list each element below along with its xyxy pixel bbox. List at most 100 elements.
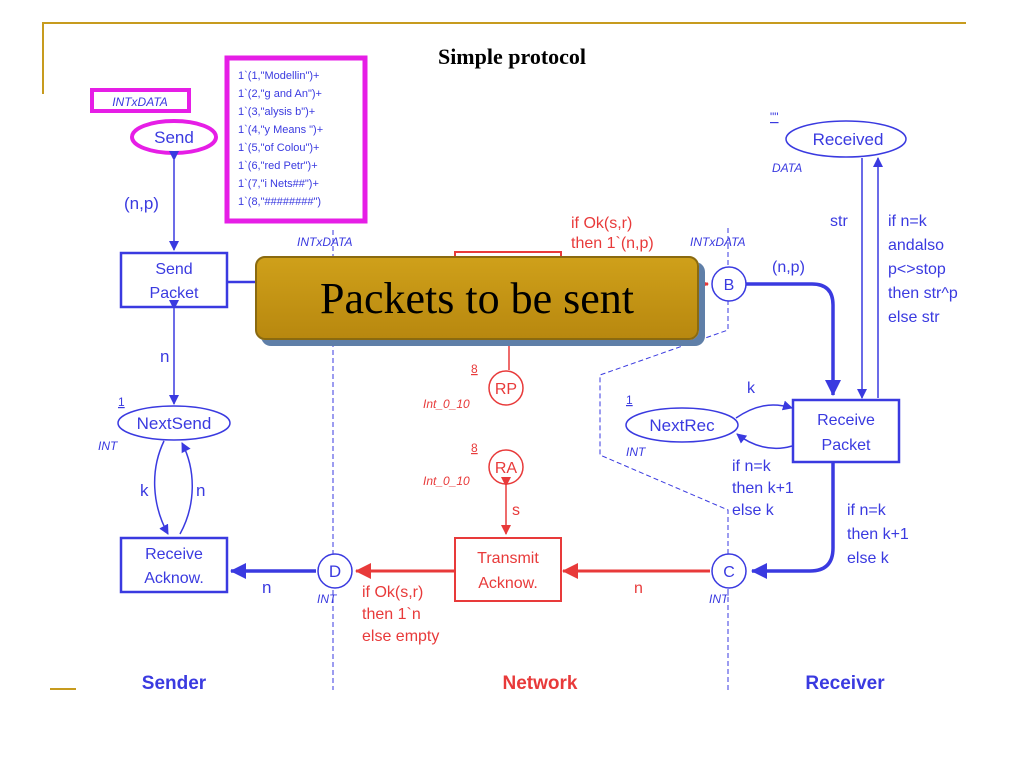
arc-label-received-update-line4: then str^p bbox=[888, 285, 958, 302]
arc-nextrec-receivepacket-k bbox=[735, 400, 793, 419]
place-d-type: INT bbox=[317, 592, 338, 606]
place-d bbox=[317, 553, 353, 589]
arc-label-str: str bbox=[830, 213, 848, 230]
marking-line: 1`(1,"Modellin")+ bbox=[238, 70, 319, 82]
place-nextrec-label: NextRec bbox=[649, 416, 715, 435]
arc-nextsend-receiveack-k bbox=[153, 440, 169, 535]
rp-marking: 8 bbox=[471, 362, 478, 376]
marking-line: 1`(6,"red Petr")+ bbox=[238, 160, 318, 172]
transition-receive-packet bbox=[791, 398, 901, 464]
transition-send-packet-line1: Send bbox=[155, 261, 192, 278]
place-nextsend bbox=[117, 405, 231, 441]
place-ra-type: Int_0_10 bbox=[423, 474, 470, 488]
place-ra-label: RA bbox=[495, 460, 518, 477]
place-nextsend-label: NextSend bbox=[137, 414, 212, 433]
arc-label-s: s bbox=[512, 502, 520, 519]
arc-label-received-update: if n=k andalso p<>stop then str^p else s… bbox=[888, 213, 958, 326]
transition-send-packet-line2: Packet bbox=[150, 285, 199, 302]
send-type-label: INTxDATA bbox=[112, 95, 168, 109]
marking-line: 1`(8,"########") bbox=[238, 196, 321, 208]
marking-line: 1`(3,"alysis b")+ bbox=[238, 106, 315, 118]
arc-label-nextrec-update: if n=k then k+1 else k bbox=[732, 458, 794, 519]
initial-marking-lines: 1`(1,"Modellin")+ 1`(2,"g and An")+ 1`(3… bbox=[238, 70, 323, 208]
transition-send-packet bbox=[119, 251, 229, 309]
arc-label-transmit-packet-line2: then 1`(n,p) bbox=[571, 235, 654, 252]
arc-label-nextrec-update-line1: if n=k bbox=[732, 458, 772, 475]
place-nextrec bbox=[625, 407, 739, 443]
transition-receive-acknow bbox=[119, 536, 229, 594]
transition-receive-acknow-line1: Receive bbox=[145, 546, 203, 563]
arc-label-n-c: n bbox=[634, 580, 643, 597]
place-received-type: DATA bbox=[772, 161, 802, 175]
arc-label-received-update-line5: else str bbox=[888, 309, 940, 326]
received-marking: "" bbox=[770, 110, 779, 124]
nextsend-marking: 1 bbox=[118, 395, 125, 409]
arc-label-nextrec-update-line3: else k bbox=[732, 502, 775, 519]
arc-label-nextrec-update-line2: then k+1 bbox=[732, 480, 794, 497]
arc-label-transmit-ack-line1: if Ok(s,r) bbox=[362, 584, 423, 601]
arc-label-transmit-packet: if Ok(s,r) then 1`(n,p) bbox=[571, 215, 654, 252]
place-b-type: INTxDATA bbox=[690, 235, 746, 249]
arc-receivepacket-c bbox=[751, 462, 835, 579]
arc-label-n-d: n bbox=[262, 578, 271, 597]
place-send-label: Send bbox=[154, 128, 194, 147]
arc-label-transmit-ack-line3: else empty bbox=[362, 628, 439, 645]
arc-label-k-rec: k bbox=[747, 380, 756, 397]
place-nextrec-type: INT bbox=[626, 445, 647, 459]
arc-receiveack-nextsend-n bbox=[179, 442, 193, 535]
transition-transmit-acknow bbox=[454, 537, 562, 602]
arc-label-received-update-line3: p<>stop bbox=[888, 261, 946, 278]
slide-title: Simple protocol bbox=[437, 44, 587, 69]
arc-b-receivepacket bbox=[746, 282, 841, 396]
transition-receive-packet-line2: Packet bbox=[822, 437, 871, 454]
section-network: Network bbox=[503, 673, 578, 694]
ra-marking: 8 bbox=[471, 441, 478, 455]
arc-receivepacket-nextrec bbox=[736, 433, 793, 450]
arc-label-transmit-ack: if Ok(s,r) then 1`n else empty bbox=[362, 584, 439, 645]
place-a-type: INTxDATA bbox=[297, 235, 353, 249]
place-rp bbox=[488, 370, 524, 406]
top-border-line bbox=[42, 22, 966, 24]
arc-label-c-update-line3: else k bbox=[847, 550, 890, 567]
place-c-type: INT bbox=[709, 592, 730, 606]
divider-network-receiver bbox=[599, 228, 729, 690]
place-c-label: C bbox=[723, 564, 735, 581]
initial-marking-box bbox=[224, 55, 368, 224]
place-b-label: B bbox=[724, 277, 735, 294]
bottom-accent-line bbox=[50, 688, 76, 690]
place-rp-label: RP bbox=[495, 381, 517, 398]
arc-label-transmit-packet-line1: if Ok(s,r) bbox=[571, 215, 632, 232]
marking-line: 1`(5,"of Colou")+ bbox=[238, 142, 320, 154]
transition-receive-acknow-line2: Acknow. bbox=[144, 570, 204, 587]
arc-label-received-update-line1: if n=k bbox=[888, 213, 928, 230]
nextsend-type: INT bbox=[98, 439, 119, 453]
marking-line: 1`(2,"g and An")+ bbox=[238, 88, 322, 100]
send-type-box bbox=[90, 88, 191, 113]
arc-label-received-update-line2: andalso bbox=[888, 237, 944, 254]
arc-label-c-update: if n=k then k+1 else k bbox=[847, 502, 909, 567]
nextrec-marking: 1 bbox=[626, 393, 633, 407]
transition-receive-packet-line1: Receive bbox=[817, 412, 875, 429]
arc-label-k: k bbox=[140, 481, 149, 500]
place-received bbox=[785, 120, 907, 158]
marking-line: 1`(7,"i Nets##")+ bbox=[238, 178, 319, 190]
transition-transmit-acknow-line2: Acknow. bbox=[478, 575, 538, 592]
place-c bbox=[711, 553, 747, 589]
arc-label-n-send: n bbox=[160, 347, 169, 366]
arc-label-c-update-line2: then k+1 bbox=[847, 526, 909, 543]
arc-label-n: n bbox=[196, 481, 205, 500]
arc-label-c-update-line1: if n=k bbox=[847, 502, 887, 519]
place-rp-type: Int_0_10 bbox=[423, 397, 470, 411]
arc-label-s-rp: s bbox=[512, 333, 519, 349]
place-d-label: D bbox=[329, 562, 341, 581]
callout-packets-to-be-sent: Packets to be sent bbox=[255, 256, 699, 340]
place-received-label: Received bbox=[813, 130, 884, 149]
left-border-line bbox=[42, 22, 44, 94]
section-receiver: Receiver bbox=[805, 673, 885, 694]
arc-label-transmit-ack-line2: then 1`n bbox=[362, 606, 421, 623]
arc-label-np-b: (n,p) bbox=[772, 259, 805, 276]
arc-label-np-send: (n,p) bbox=[124, 194, 159, 213]
section-sender: Sender bbox=[142, 673, 207, 694]
